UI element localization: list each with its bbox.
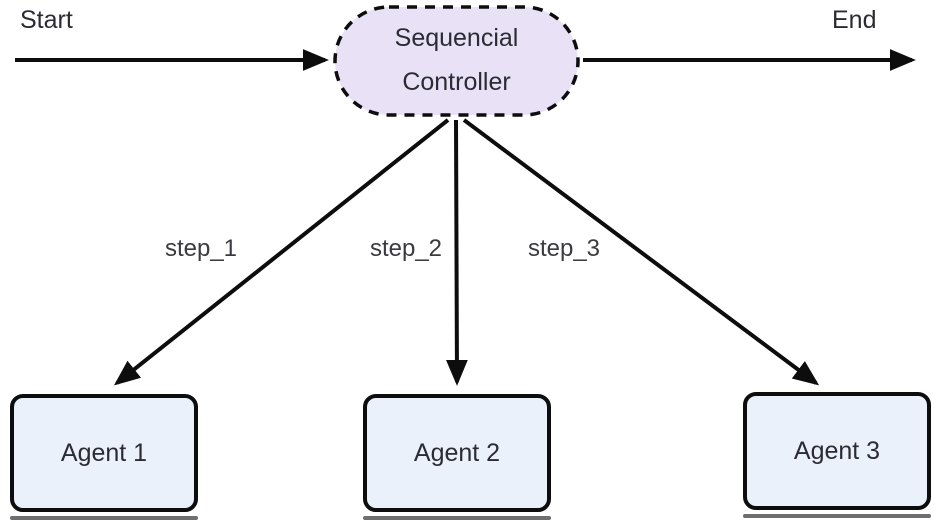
agent-3-label: Agent 3 [793, 436, 881, 465]
controller-label: Sequencial Controller [394, 24, 519, 96]
controller-node: Sequencial Controller [333, 5, 580, 117]
edge-label-step-3: step_3 [527, 235, 601, 262]
node-agent-2: Agent 2 [363, 394, 551, 512]
edge-step-1 [113, 118, 450, 386]
edge-step-3 [462, 118, 820, 386]
controller-node-shape [333, 5, 580, 117]
start-label: Start [20, 6, 73, 34]
node-agent-3: Agent 3 [743, 392, 931, 510]
edge-step-2 [445, 119, 468, 386]
agent-2-label: Agent 2 [413, 438, 501, 467]
end-label: End [832, 6, 877, 34]
node-agent-1: Agent 1 [10, 394, 198, 512]
agent-1-label: Agent 1 [60, 438, 148, 467]
bottom-crop-line [743, 514, 931, 518]
bottom-crop-line [10, 516, 198, 520]
bottom-crop-line [363, 516, 551, 520]
edge-label-step-2: step_2 [369, 235, 443, 262]
edge-label-step-1: step_1 [164, 235, 238, 262]
